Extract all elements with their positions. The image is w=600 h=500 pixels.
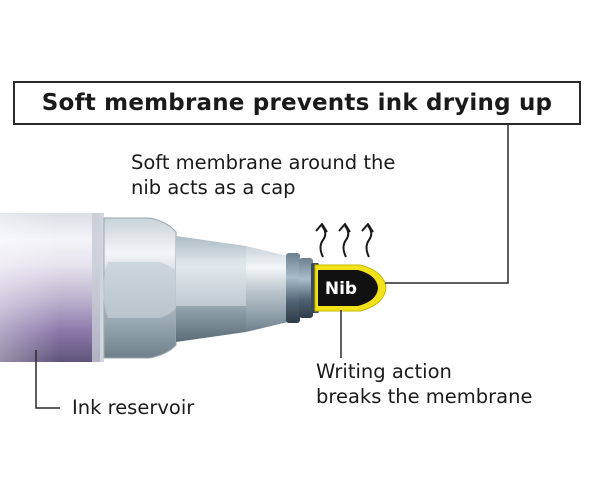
writing-caption-line: breaks the membrane [316, 385, 533, 408]
vapor-arrow-icon [338, 223, 351, 258]
membrane-caption-line: nib acts as a cap [131, 176, 296, 199]
nib-holder [286, 253, 319, 323]
diagram-title: Soft membrane prevents ink drying up [41, 90, 553, 116]
nib-label: Nib [325, 279, 357, 299]
title-box: Soft membrane prevents ink drying up [13, 81, 581, 125]
pen-front-section [103, 217, 288, 359]
barrel [0, 213, 104, 362]
writing-caption: Writing action breaks the membrane [316, 359, 532, 409]
nib: Nib [314, 264, 387, 312]
membrane-caption: Soft membrane around the nib acts as a c… [131, 150, 395, 200]
leader-lines [35, 124, 509, 409]
vapor-arrow-icon [361, 223, 374, 258]
vapor-arrows [315, 223, 374, 258]
vapor-arrow-icon [315, 223, 328, 258]
writing-caption-line: Writing action [316, 360, 452, 383]
reservoir-leader-line [35, 350, 60, 409]
membrane-caption-line: Soft membrane around the [131, 151, 396, 174]
ink-reservoir-label: Ink reservoir [72, 396, 195, 419]
title-leader-line [385, 124, 509, 284]
